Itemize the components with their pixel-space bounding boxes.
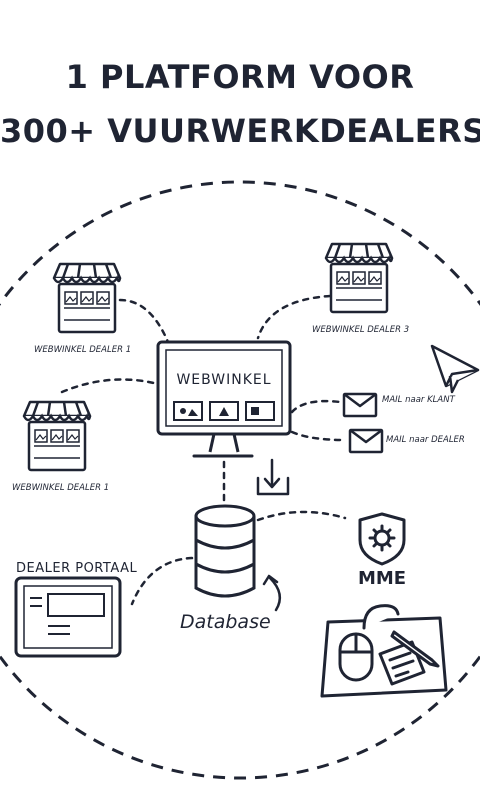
title-line-2: 300+ VUURWERKDEALERS [0,112,480,150]
desk-mouse-notepad-icon [320,604,448,698]
mme-shield-icon [358,512,406,566]
shop-top-right-label: WEBWINKEL DEALER 3 [312,325,409,335]
dealer-portaal-tablet-icon [14,576,122,658]
mail-dealer-label: MAIL naar DEALER [386,435,465,445]
shop-top-left-label: WEBWINKEL DEALER 1 [34,345,131,355]
database-arrow-icon [268,576,282,612]
mail-klant-icon [342,392,378,418]
paper-plane-icon [430,344,480,394]
shop-top-left-icon [52,262,122,334]
shop-mid-left-icon [22,400,92,472]
connection-lines [60,294,347,606]
dealer-portaal-label: DEALER PORTAAL [16,561,137,576]
database-icon [194,504,256,598]
mme-label: MME [358,568,406,589]
page-title: 1 PLATFORM VOOR 300+ VUURWERKDEALERS [0,50,480,158]
shop-top-right-icon [324,242,394,314]
outer-dashed-circle [0,180,480,780]
mail-klant-label: MAIL naar KLANT [382,395,456,405]
title-line-1: 1 PLATFORM VOOR [65,58,415,96]
shop-mid-left-label: WEBWINKEL DEALER 1 [12,483,109,493]
database-label: Database [180,611,271,633]
webwinkel-label: WEBWINKEL [176,372,271,388]
webwinkel-monitor-icon [156,340,292,458]
download-arrow-icon [256,458,290,496]
mail-dealer-icon [348,428,384,454]
